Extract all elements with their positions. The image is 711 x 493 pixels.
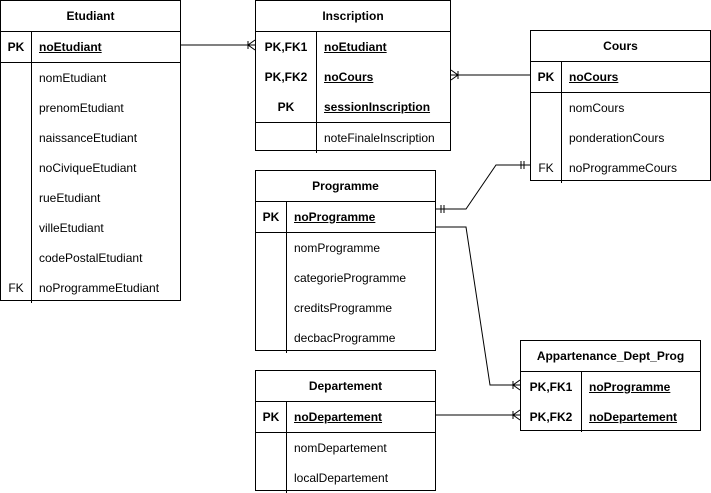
attribute: naissanceEtudiant [39,131,138,145]
pk-fk-row: PK,FK1 noProgramme [521,372,700,402]
fk-row: FK noProgrammeCours [531,153,710,183]
attribute: villeEtudiant [39,221,104,235]
attribute-row: nomProgramme [256,233,435,263]
relation-programme-appartenance [436,226,521,391]
key-label: PK,FK1 [521,372,582,402]
pk-row: PK noCours [531,62,710,93]
key-attribute: noEtudiant [324,40,387,54]
fk-attribute: noProgrammeEtudiant [39,281,160,295]
attribute: nomCours [569,101,625,115]
attribute: categorieProgramme [294,271,407,285]
pk-attribute: noEtudiant [39,40,102,54]
attribute-row: creditsProgramme [256,293,435,323]
pk-attribute: noCours [569,70,619,84]
entity-departement[interactable]: Departement PK noDepartement nomDepartem… [255,370,436,493]
relation-departement-appartenance [436,409,521,421]
pk-label: PK [256,202,287,232]
entity-etudiant[interactable]: Etudiant PK noEtudiant nomEtudiant preno… [0,0,181,303]
key-attribute: noProgramme [589,380,671,394]
entity-title: Inscription [256,1,450,32]
attribute-row: villeEtudiant [1,213,180,243]
key-label: PK,FK2 [256,62,317,92]
entity-programme[interactable]: Programme PK noProgramme nomProgramme ca… [255,170,436,353]
pk-label: PK [531,62,562,92]
entity-title: Appartenance_Dept_Prog [521,341,700,372]
pk-row: PK sessionInscription [256,92,450,123]
attribute: ponderationCours [569,131,665,145]
attribute: codePostalEtudiant [39,251,143,265]
entity-cours[interactable]: Cours PK noCours nomCours ponderationCou… [530,30,711,183]
relation-cours-inscription [450,69,530,81]
pk-fk-row: PK,FK1 noEtudiant [256,32,450,62]
key-label: PK,FK1 [256,32,317,62]
key-attribute: sessionInscription [324,100,431,114]
attribute: localDepartement [294,471,389,485]
attribute-row: categorieProgramme [256,263,435,293]
attribute-row: prenomEtudiant [1,93,180,123]
attribute-row: nomCours [531,93,710,123]
entity-title: Cours [531,31,710,62]
pk-fk-row: PK,FK2 noCours [256,62,450,92]
entity-title: Programme [256,171,435,202]
pk-row: PK noProgramme [256,202,435,233]
key-attribute: noCours [324,70,374,84]
attribute-row: decbacProgramme [256,323,435,353]
attribute: nomProgramme [294,241,381,255]
attribute-row: codePostalEtudiant [1,243,180,273]
attribute-row: localDepartement [256,463,435,493]
pk-row: PK noEtudiant [1,32,180,63]
attribute-row: nomEtudiant [1,63,180,93]
attribute-row: noteFinaleInscription [256,123,450,153]
entity-appartenance[interactable]: Appartenance_Dept_Prog PK,FK1 noProgramm… [520,340,701,432]
attribute: rueEtudiant [39,191,101,205]
attribute: nomEtudiant [39,71,107,85]
attribute: creditsProgramme [294,301,393,315]
pk-label: PK [1,32,32,62]
attribute-row: noCiviqueEtudiant [1,153,180,183]
attribute: noCiviqueEtudiant [39,161,137,175]
attribute: noteFinaleInscription [324,131,435,145]
fk-row: FK noProgrammeEtudiant [1,273,180,303]
attribute: nomDepartement [294,441,387,455]
relation-programme-cours [436,161,530,213]
relation-etudiant-inscription [181,39,256,51]
entity-title: Etudiant [1,1,180,32]
pk-attribute: noDepartement [294,410,383,424]
pk-attribute: noProgramme [294,210,376,224]
key-attribute: noDepartement [589,410,678,424]
pk-fk-row: PK,FK2 noDepartement [521,402,700,432]
fk-label: FK [531,153,562,183]
attribute-row: rueEtudiant [1,183,180,213]
key-label: PK [256,92,317,122]
entity-inscription[interactable]: Inscription PK,FK1 noEtudiant PK,FK2 noC… [255,0,451,153]
fk-attribute: noProgrammeCours [569,161,678,175]
entity-title: Departement [256,371,435,402]
pk-label: PK [256,402,287,432]
fk-label: FK [1,273,32,303]
attribute: prenomEtudiant [39,101,124,115]
key-label: PK,FK2 [521,402,582,432]
pk-row: PK noDepartement [256,402,435,433]
attribute-row: naissanceEtudiant [1,123,180,153]
attribute-row: ponderationCours [531,123,710,153]
attribute: decbacProgramme [294,331,396,345]
attribute-row: nomDepartement [256,433,435,463]
